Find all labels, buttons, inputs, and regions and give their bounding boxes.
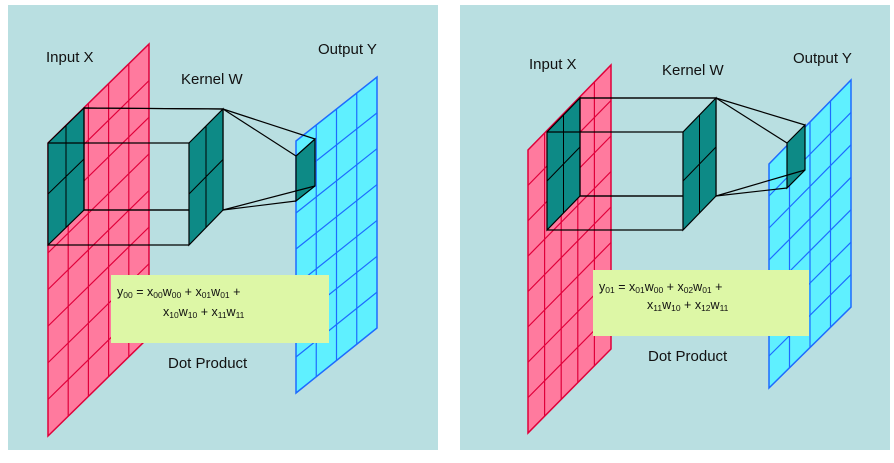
receptive-field-grid-right-hline <box>546 146 581 182</box>
projection-line-right <box>715 97 788 144</box>
equation-line-2-right: x11w10 + x12w11 <box>647 298 729 313</box>
equation-box-left: y00 = x00w00 + x01w01 + x10w10 + x11w11 <box>111 275 329 343</box>
output-y-label-left: Output Y <box>318 41 377 58</box>
input-grid-right-hline <box>527 242 612 328</box>
input-grid-right-hline <box>527 171 612 257</box>
output-grid-left-hline <box>295 219 378 286</box>
output-y-label-right: Output Y <box>793 50 852 67</box>
output-grid-left-hline <box>295 184 378 250</box>
output-grid-right-hline <box>768 112 852 197</box>
input-x-label-left: Input X <box>46 49 94 66</box>
dot-product-label-right: Dot Product <box>648 348 728 365</box>
receptive-field-grid-left-hline <box>47 158 85 195</box>
output-grid-right-hline <box>768 274 852 357</box>
projection-line-left <box>222 108 316 140</box>
input-x-label-right: Input X <box>529 56 577 73</box>
equation-line-2-left: x10w10 + x11w11 <box>163 305 245 320</box>
input-grid-left-hline <box>47 190 150 290</box>
equation-line-1-left: y00 = x00w00 + x01w01 + <box>117 285 241 300</box>
kernel-grid-right-hline <box>682 146 717 182</box>
input-grid-left-hline <box>47 153 150 254</box>
dot-product-label-left: Dot Product <box>168 355 248 372</box>
equation-line-1-right: y01 = x01w00 + x02w01 + <box>599 280 723 295</box>
output-grid-right-hline <box>768 144 852 229</box>
output-grid-left-hline <box>295 291 378 358</box>
input-grid-right-hline <box>527 206 612 292</box>
projection-line-left <box>222 185 316 211</box>
input-grid-left-hline <box>47 226 150 327</box>
equation-box-right: y01 = x01w00 + x02w01 + x11w10 + x12w11 <box>593 270 809 336</box>
output-grid-right-hline <box>768 176 852 261</box>
kernel-w-label-left: Kernel W <box>181 71 243 88</box>
output-grid-left-hline <box>295 148 378 214</box>
projection-line-right <box>715 169 806 197</box>
kernel-grid-left-hline <box>188 159 224 195</box>
projection-line-right <box>715 187 788 197</box>
projection-line-right <box>715 97 806 126</box>
projection-line-left <box>222 200 297 211</box>
kernel-w-label-right: Kernel W <box>662 62 724 79</box>
projection-line-left <box>222 108 297 157</box>
